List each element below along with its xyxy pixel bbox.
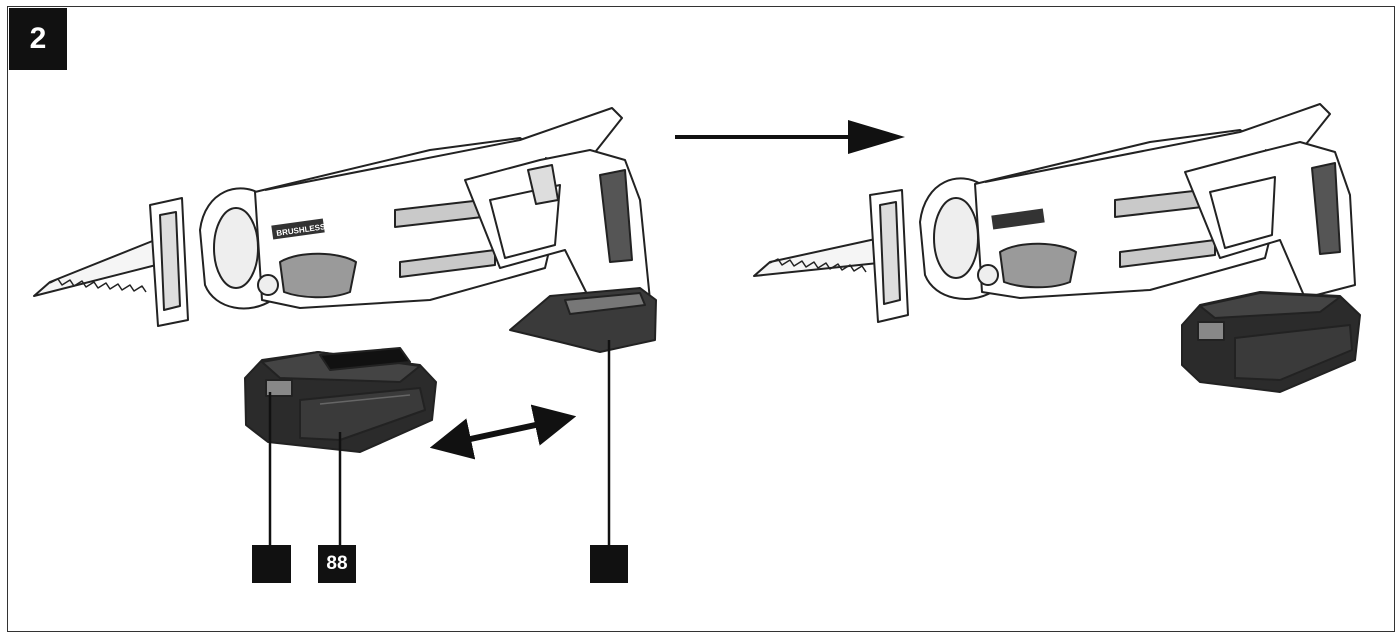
callout-marker-release-button xyxy=(252,545,291,583)
reciprocating-saw-right xyxy=(753,103,1361,393)
figure-frame xyxy=(7,6,1395,632)
reciprocating-saw-left: BRUSHLESS xyxy=(33,107,657,353)
callout-marker-battery: 88 xyxy=(318,545,356,583)
callout-marker-mount xyxy=(590,545,628,583)
transition-arrow xyxy=(675,120,905,154)
battery-pack-detached xyxy=(244,347,437,453)
figure-number: 2 xyxy=(9,8,67,70)
callout-leader-lines xyxy=(268,340,611,545)
insert-remove-double-arrow xyxy=(429,404,577,460)
